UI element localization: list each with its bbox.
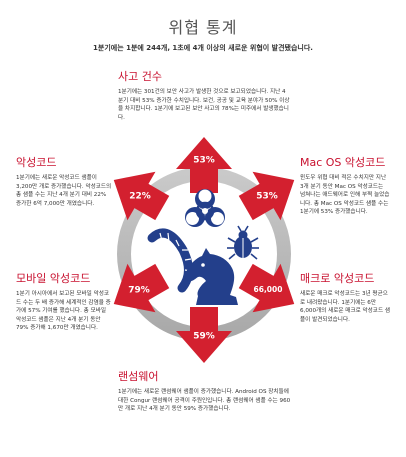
section-ransomware: 랜섬웨어 1분기에는 새로운 랜섬웨어 샘플이 증가했습니다. Android …	[118, 368, 292, 414]
section-macro-body: 새로운 매크로 악성코드는 3년 평균으로 내려왔습니다. 1분기에는 6만 6…	[300, 291, 391, 323]
arrow-bottom-label: 59%	[193, 332, 215, 342]
section-macos-heading: Mac OS 악성코드	[300, 156, 386, 169]
bug-icon	[227, 225, 259, 260]
section-malware-heading: 악성코드	[16, 156, 57, 169]
arrow-bottom	[176, 307, 232, 363]
section-incidents-body: 1분기에는 301건의 보안 사고가 발생한 것으로 보고되었습니다. 지난 4…	[118, 89, 290, 121]
section-malware-body: 1분기에는 새로운 악성코드 샘플이 3,200만 개로 증가했습니다. 악성코…	[16, 175, 112, 207]
arrow-lower-right-label: 66,000	[254, 285, 283, 294]
section-macro-heading: 매크로 악성코드	[300, 272, 375, 285]
arrow-lower-right	[238, 263, 295, 313]
biohazard-icon	[185, 189, 225, 227]
arrow-lower-left-label: 79%	[128, 286, 150, 296]
arrow-upper-right-label: 53%	[256, 192, 278, 202]
section-mobile: 모바일 악성코드 1분기 아시아에서 보고된 모바일 악성코드 수는 두 배 증…	[16, 270, 112, 333]
arrow-lower-left	[113, 263, 170, 313]
section-mobile-body: 1분기 아시아에서 보고된 모바일 악성코드 수는 두 배 증가해 세계적인 감…	[16, 291, 111, 332]
section-ransomware-body: 1분기에는 새로운 랜섬웨어 샘플이 증가했습니다. Android OS 장치…	[118, 389, 291, 413]
trojan-horse-icon	[185, 248, 238, 305]
arrow-upper-left	[113, 171, 170, 221]
section-incidents: 사고 건수 1분기에는 301건의 보안 사고가 발생한 것으로 보고되었습니다…	[118, 68, 290, 122]
arrow-top: 53%	[176, 137, 232, 193]
section-macos-body: 윈도우 위협 대비 적은 수치지만 지난 3개 분기 동안 Mac OS 악성코…	[300, 175, 390, 216]
arrow-upper-left-label: 22%	[129, 192, 151, 202]
section-incidents-heading: 사고 건수	[118, 70, 162, 83]
arrow-upper-right	[238, 171, 295, 221]
page-subtitle: 1분기에는 1분에 244개, 1초에 4개 이상의 새로운 위협이 발견됐습니…	[93, 44, 313, 52]
section-mobile-heading: 모바일 악성코드	[16, 272, 91, 285]
arrow-top-label: 53%	[193, 156, 215, 166]
section-macro: 매크로 악성코드 새로운 매크로 악성코드는 3년 평균으로 내려왔습니다. 1…	[300, 270, 392, 324]
section-malware: 악성코드 1분기에는 새로운 악성코드 샘플이 3,200만 개로 증가했습니다…	[16, 154, 112, 208]
page-title: 위협 통계	[168, 18, 238, 37]
section-macos: Mac OS 악성코드 윈도우 위협 대비 적은 수치지만 지난 3개 분기 동…	[300, 154, 390, 217]
section-ransomware-heading: 랜섬웨어	[118, 370, 159, 383]
